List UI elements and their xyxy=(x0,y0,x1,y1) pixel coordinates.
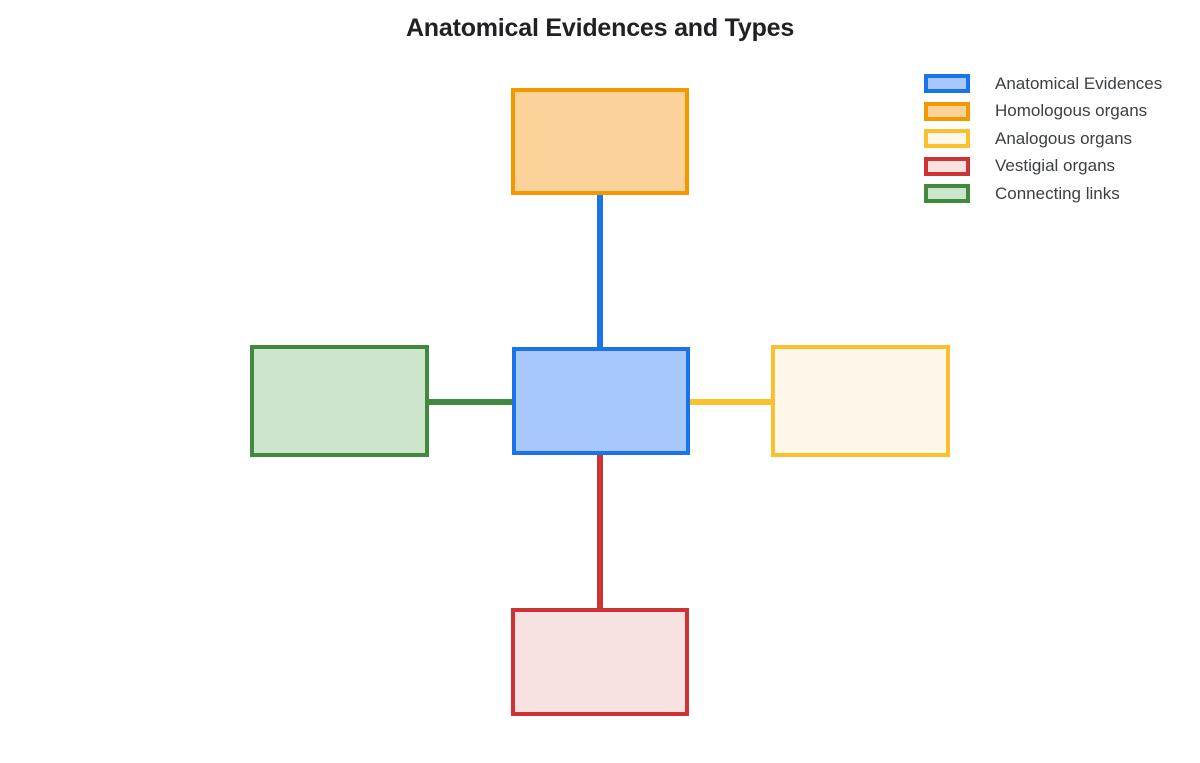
edge-center-to-connecting-links xyxy=(427,399,517,405)
legend-swatch-homologous-organs xyxy=(924,101,970,121)
node-anatomical-evidences-label xyxy=(516,351,686,451)
edge-center-to-homologous xyxy=(597,190,603,350)
node-homologous-organs-label xyxy=(515,92,685,191)
legend-item-homologous-organs[interactable]: Homologous organs xyxy=(924,98,1162,126)
legend-swatch-connecting-links xyxy=(924,184,970,204)
legend-swatch-anatomical-evidences xyxy=(924,74,970,94)
legend-item-analogous-organs[interactable]: Analogous organs xyxy=(924,125,1162,153)
edge-center-to-vestigial xyxy=(597,452,603,612)
node-connecting-links[interactable] xyxy=(250,345,429,457)
legend-swatch-analogous-organs xyxy=(924,129,970,149)
legend-label-anatomical-evidences: Anatomical Evidences xyxy=(995,73,1163,93)
node-analogous-organs[interactable] xyxy=(771,345,950,457)
legend-label-vestigial-organs: Vestigial organs xyxy=(995,156,1116,176)
page-title: Anatomical Evidences and Types xyxy=(405,14,795,42)
legend-item-vestigial-organs[interactable]: Vestigial organs xyxy=(924,153,1162,181)
legend-swatch-vestigial-organs xyxy=(924,156,970,176)
node-vestigial-organs[interactable] xyxy=(511,608,689,716)
legend-label-analogous-organs: Analogous organs xyxy=(995,128,1133,148)
node-connecting-links-label xyxy=(254,349,425,453)
edge-center-to-analogous xyxy=(686,399,775,405)
node-anatomical-evidences[interactable] xyxy=(512,347,690,455)
legend-label-connecting-links: Connecting links xyxy=(995,183,1120,203)
node-analogous-organs-label xyxy=(775,349,946,453)
node-vestigial-organs-label xyxy=(515,612,685,712)
legend-item-connecting-links[interactable]: Connecting links xyxy=(924,180,1162,208)
legend-item-anatomical-evidences[interactable]: Anatomical Evidences xyxy=(924,70,1162,98)
legend-label-homologous-organs: Homologous organs xyxy=(995,101,1148,121)
node-homologous-organs[interactable] xyxy=(511,88,689,195)
legend: Anatomical Evidences Homologous organs A… xyxy=(924,70,1162,208)
